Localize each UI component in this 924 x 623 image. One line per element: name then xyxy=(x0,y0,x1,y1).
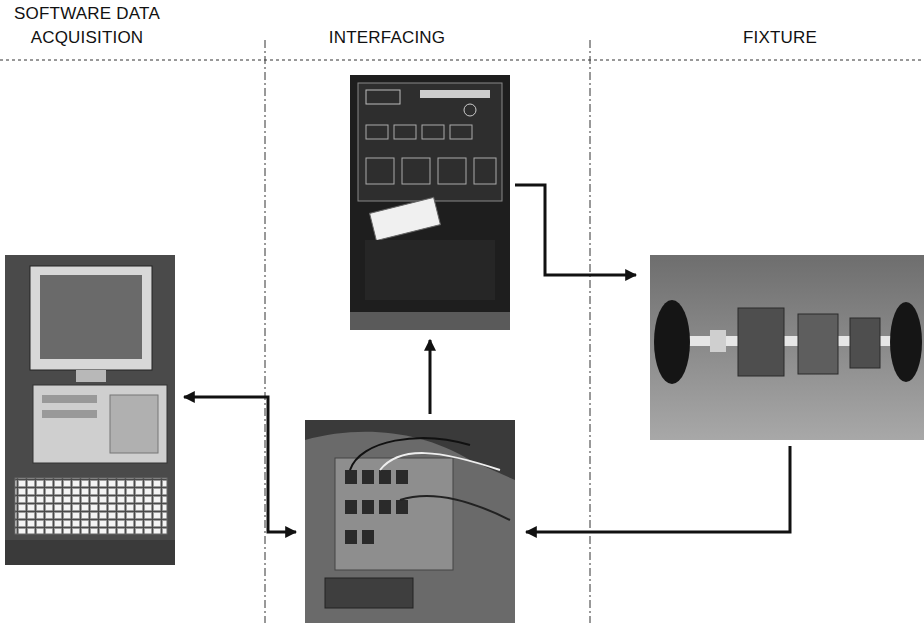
fixture-photo xyxy=(650,255,924,440)
flow-arrows xyxy=(184,185,790,532)
interface-board-photo xyxy=(305,420,515,623)
column-heading: INTERFACING xyxy=(307,26,467,50)
power-module-photo xyxy=(350,75,510,330)
column-band: SOFTWARE DATA ACQUISITION xyxy=(0,0,265,623)
computer-photo xyxy=(5,255,175,565)
column-band: INTERFACING xyxy=(265,0,590,623)
column-heading: SOFTWARE DATA ACQUISITION xyxy=(2,2,172,50)
divider-lines xyxy=(0,40,924,623)
column-band: FIXTURE xyxy=(590,0,924,623)
column-heading: FIXTURE xyxy=(730,26,830,50)
